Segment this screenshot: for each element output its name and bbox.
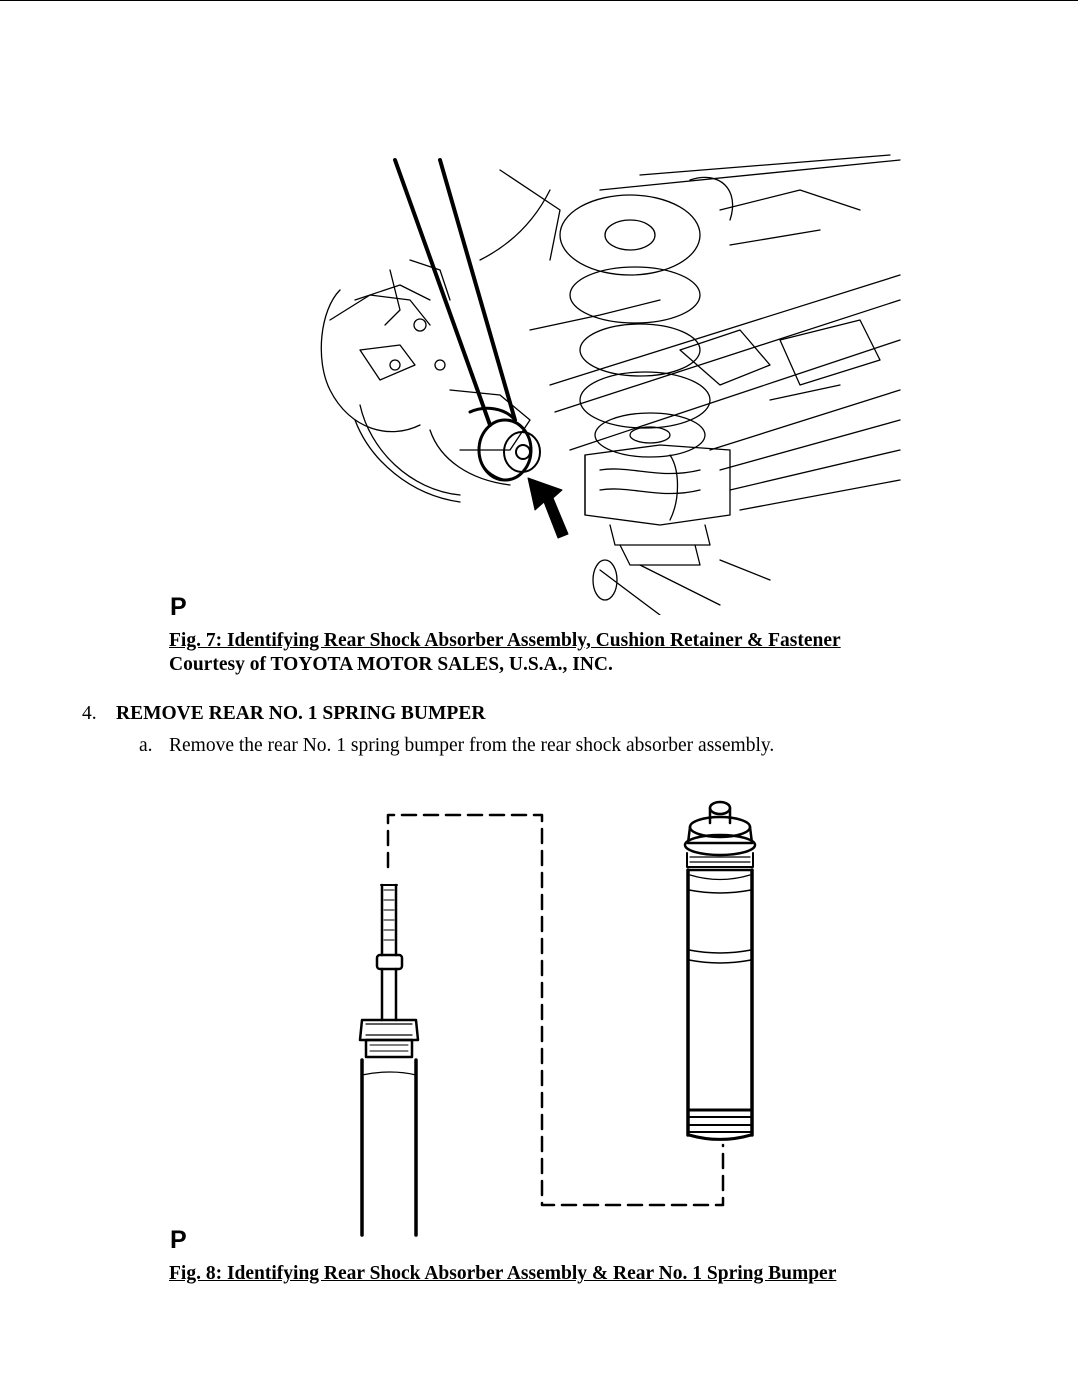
substep-text: Remove the rear No. 1 spring bumper from… — [169, 735, 775, 756]
fig8-caption: Fig. 8: Identifying Rear Shock Absorber … — [169, 1262, 836, 1286]
fig8-illustration — [358, 800, 757, 1237]
substep-letter: a. — [139, 735, 153, 756]
substep-a: a. Remove the rear No. 1 spring bumper fr… — [139, 734, 774, 758]
fig7-title: Fig. 7: Identifying Rear Shock Absorber … — [169, 630, 841, 651]
fig7-illustration — [320, 154, 901, 615]
step-number: 4. — [82, 703, 97, 724]
step-heading: REMOVE REAR NO. 1 SPRING BUMPER — [116, 703, 486, 724]
step-4: 4. REMOVE REAR NO. 1 SPRING BUMPER — [82, 702, 485, 726]
fig8-title: Fig. 8: Identifying Rear Shock Absorber … — [169, 1263, 837, 1284]
fig8-p-marker: P — [170, 1226, 187, 1254]
fig7-caption: Fig. 7: Identifying Rear Shock Absorber … — [169, 629, 841, 677]
fig7-p-marker: P — [170, 593, 187, 621]
page-top-rule — [0, 0, 1078, 1]
fig7-credit: Courtesy of TOYOTA MOTOR SALES, U.S.A., … — [169, 654, 613, 675]
